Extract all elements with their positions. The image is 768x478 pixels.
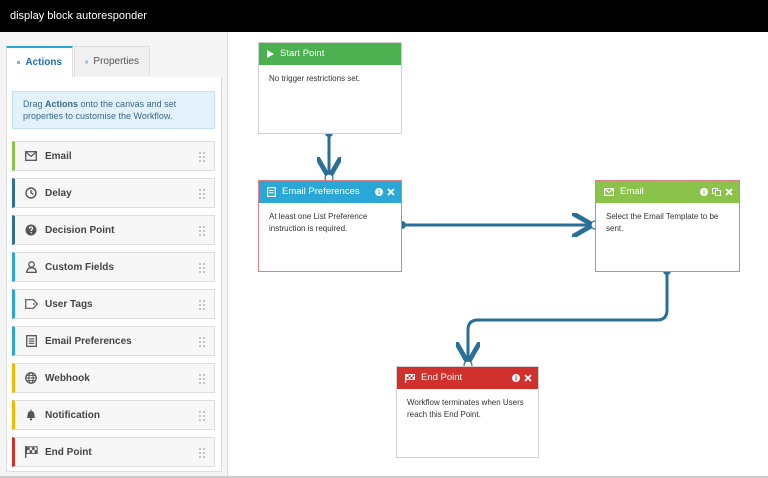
bell-icon — [23, 407, 39, 423]
info-suffix: onto the canvas and set properties to cu… — [23, 99, 177, 121]
info-icon[interactable] — [512, 374, 520, 382]
action-item-end-point[interactable]: End Point — [12, 437, 215, 467]
clock-icon — [23, 185, 39, 201]
action-item-custom-fields[interactable]: Custom Fields — [12, 252, 215, 282]
drag-handle-icon[interactable] — [198, 373, 206, 384]
info-icon[interactable] — [375, 188, 383, 196]
info-icon[interactable] — [700, 188, 708, 196]
action-item-notification[interactable]: Notification — [12, 400, 215, 430]
list-doc-icon — [23, 333, 39, 349]
info-prefix: Drag — [23, 99, 46, 109]
action-item-user-tags[interactable]: User Tags — [12, 289, 215, 319]
node-email-body: Select the Email Template to be sent. — [606, 212, 719, 233]
action-item-decision-point[interactable]: Decision Point — [12, 215, 215, 245]
gear-icon — [85, 59, 89, 64]
copy-icon[interactable] — [712, 188, 721, 196]
help-circle-icon — [23, 222, 39, 238]
drag-handle-icon[interactable] — [198, 188, 206, 199]
node-end-point[interactable]: End Point Workflow terminates when Users… — [396, 366, 539, 458]
connector-email-to-end — [468, 271, 669, 360]
action-item-label: User Tags — [45, 298, 93, 310]
node-prefs-body: At least one List Preference instruction… — [269, 212, 368, 233]
checkered-flag-icon — [405, 373, 415, 383]
drag-handle-icon[interactable] — [198, 447, 206, 458]
node-end-title: End Point — [421, 372, 463, 383]
close-icon[interactable] — [387, 188, 395, 196]
envelope-icon — [23, 148, 39, 164]
action-item-label: Email Preferences — [45, 335, 132, 347]
node-start-title: Start Point — [280, 48, 325, 59]
person-icon — [23, 259, 39, 275]
info-message: Drag Actions onto the canvas and set pro… — [12, 91, 215, 129]
action-item-label: Webhook — [45, 372, 90, 384]
list-doc-icon — [267, 187, 276, 197]
action-item-label: Delay — [45, 187, 72, 199]
action-item-label: Custom Fields — [45, 261, 114, 273]
drag-handle-icon[interactable] — [198, 410, 206, 421]
drag-handle-icon[interactable] — [198, 225, 206, 236]
envelope-icon — [604, 188, 614, 196]
bottom-border — [0, 476, 768, 478]
play-icon — [267, 50, 274, 58]
node-start-header[interactable]: Start Point — [259, 43, 401, 65]
action-item-email[interactable]: Email — [12, 141, 215, 171]
node-email-preferences[interactable]: Email Preferences At least one List Pref… — [258, 180, 402, 272]
node-end-body: Workflow terminates when Users reach thi… — [407, 398, 524, 419]
tab-properties[interactable]: Properties — [74, 46, 150, 76]
tab-actions-label: Actions — [25, 56, 62, 68]
node-start-body: No trigger restrictions set. — [269, 74, 361, 83]
action-item-label: End Point — [45, 446, 92, 458]
window-title: display block autoresponder — [0, 0, 768, 32]
node-email-title: Email — [620, 186, 644, 197]
drag-handle-icon[interactable] — [198, 262, 206, 273]
workflow-canvas[interactable]: Start Point No trigger restrictions set.… — [228, 32, 768, 478]
action-item-label: Email — [45, 150, 72, 162]
globe-icon — [23, 370, 39, 386]
tag-icon — [23, 296, 39, 312]
sidebar: Actions Properties Drag Actions onto the… — [0, 32, 228, 478]
action-item-webhook[interactable]: Webhook — [12, 363, 215, 393]
node-email[interactable]: Email Select the Email Template to be se… — [595, 180, 740, 272]
close-icon[interactable] — [524, 374, 532, 382]
action-item-label: Notification — [45, 409, 100, 421]
action-item-label: Decision Point — [45, 224, 115, 236]
tab-properties-label: Properties — [93, 55, 139, 67]
node-prefs-title: Email Preferences — [282, 186, 360, 197]
info-bold: Actions — [45, 99, 79, 109]
action-item-email-preferences[interactable]: Email Preferences — [12, 326, 215, 356]
node-start-point[interactable]: Start Point No trigger restrictions set. — [258, 42, 402, 134]
tab-actions[interactable]: Actions — [6, 46, 73, 77]
node-end-header[interactable]: End Point — [397, 367, 538, 389]
close-icon[interactable] — [725, 188, 733, 196]
node-prefs-header[interactable]: Email Preferences — [259, 181, 401, 203]
checkered-flag-icon — [23, 444, 39, 460]
drag-handle-icon[interactable] — [198, 299, 206, 310]
list-icon — [17, 61, 21, 64]
drag-handle-icon[interactable] — [198, 336, 206, 347]
action-item-delay[interactable]: Delay — [12, 178, 215, 208]
drag-handle-icon[interactable] — [198, 151, 206, 162]
node-email-header[interactable]: Email — [596, 181, 739, 203]
